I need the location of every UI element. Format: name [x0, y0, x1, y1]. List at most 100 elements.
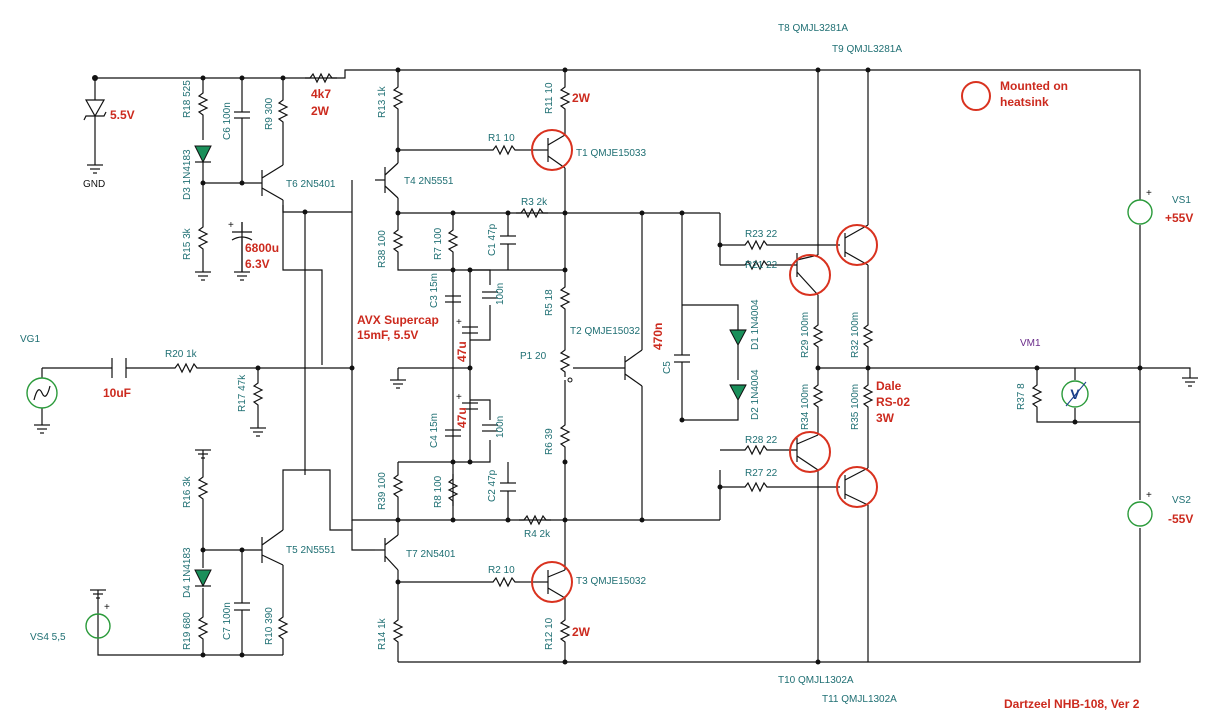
c-47u-bot-symbol: + [456, 392, 478, 410]
label-r28: R28 22 [745, 435, 778, 446]
t8-transistor [844, 224, 869, 266]
label-r3: R3 2k [521, 197, 548, 208]
r14-symbol [393, 614, 403, 648]
svg-text:+: + [228, 220, 234, 231]
label-r7: R7 100 [433, 227, 444, 260]
note-r-4k7-power: 2W [311, 104, 330, 118]
resistors [169, 73, 1042, 648]
note-dale-2: RS-02 [876, 395, 910, 409]
r18-symbol [198, 87, 208, 121]
d1-diode [729, 329, 747, 347]
label-r2: R2 10 [488, 565, 515, 576]
label-t5: T5 2N5551 [286, 545, 336, 556]
label-d2: D2 1N4004 [750, 369, 761, 420]
r17-symbol [253, 377, 263, 411]
junctions [92, 67, 1143, 665]
label-r16: R16 3k [182, 475, 193, 508]
d2-diode [729, 384, 747, 402]
vg1-source [26, 377, 58, 409]
svg-text:+: + [456, 317, 462, 328]
label-r21: R21 22 [745, 260, 778, 271]
r27-symbol [739, 482, 773, 492]
note-cap-6800u: 6800u [245, 241, 279, 255]
meter-symbol: V [1070, 386, 1080, 402]
label-c4b: 100n [495, 416, 506, 438]
t1-transistor [535, 134, 566, 169]
r35-symbol [863, 379, 873, 413]
c4b-symbol [482, 424, 498, 432]
label-c2: C2 47p [487, 469, 498, 502]
label-r12: R12 10 [544, 617, 555, 650]
label-r9: R9 300 [264, 97, 275, 130]
t9-heatsink-ring [789, 254, 831, 296]
grounds [33, 164, 1199, 599]
label-r38: R38 100 [377, 230, 388, 268]
label-r29: R29 100m [800, 312, 811, 358]
r19-symbol [198, 611, 208, 645]
label-t3: T3 QMJE15032 [576, 576, 646, 587]
r37-symbol [1032, 379, 1042, 413]
r15-symbol [198, 221, 208, 255]
gnd-icon [86, 164, 104, 174]
t1-heatsink-ring [531, 129, 573, 171]
t10-transistor [796, 434, 819, 471]
label-vg1: VG1 [20, 334, 40, 345]
c4-symbol [445, 429, 461, 437]
label-r39: R39 100 [377, 472, 388, 510]
r23-symbol [739, 240, 773, 250]
label-c5: C5 [662, 361, 673, 374]
label-r6: R6 39 [544, 428, 555, 455]
c3-symbol [445, 295, 461, 303]
c1-symbol [500, 232, 516, 250]
note-supercap-1: AVX Supercap [357, 313, 439, 327]
label-r23: R23 22 [745, 229, 778, 240]
gnd-icon [233, 271, 251, 281]
legend-line-2: heatsink [1000, 95, 1049, 109]
note-cap-6800u-v: 6.3V [245, 257, 270, 271]
t11-heatsink-ring [836, 466, 878, 508]
vs2-source: + [1127, 490, 1153, 527]
annotations: 5.5V 4k7 2W 2W 2W 6800u 6.3V AVX Superca… [103, 79, 1140, 711]
p1-symbol [560, 344, 570, 378]
label-t7: T7 2N5401 [406, 549, 456, 560]
r2-symbol [487, 577, 521, 587]
label-t1: T1 QMJE15033 [576, 148, 646, 159]
t11-transistor [844, 467, 869, 506]
note-dale-3: 3W [876, 411, 895, 425]
label-t2: T2 QMJE15032 [570, 326, 640, 337]
r11-symbol [560, 81, 570, 115]
svg-text:+: + [104, 602, 110, 613]
legend-line-1: Mounted on [1000, 79, 1068, 93]
r12-symbol [560, 614, 570, 648]
svg-text:+: + [456, 392, 462, 403]
r9-symbol [278, 94, 288, 128]
label-r19: R19 680 [182, 612, 193, 650]
vs4-source: + [85, 602, 111, 639]
diodes [83, 99, 747, 588]
c6-symbol [234, 100, 250, 130]
r32-symbol [863, 319, 873, 353]
zener-diode [83, 99, 107, 128]
r34-symbol [813, 379, 823, 413]
label-p1: P1 20 [520, 351, 547, 362]
note-cap-10uF: 10uF [103, 386, 131, 400]
note-r12-power: 2W [572, 625, 591, 639]
svg-text:+: + [1146, 490, 1152, 501]
d3-diode [194, 145, 212, 164]
label-r13: R13 1k [377, 85, 388, 118]
label-r11: R11 10 [544, 82, 555, 114]
label-r14: R14 1k [377, 617, 388, 650]
t3-transistor [535, 569, 566, 599]
label-r10: R10 390 [264, 607, 275, 645]
label-vs2-value: -55V [1168, 512, 1193, 526]
label-t4: T4 2N5551 [404, 176, 454, 187]
label-t10: T10 QMJL1302A [778, 675, 854, 686]
p1-wiper [567, 377, 573, 383]
label-t11: T11 QMJL1302A [822, 694, 897, 705]
label-r4: R4 2k [524, 529, 551, 540]
r38-symbol [393, 224, 403, 258]
component-labels: R18 525 C6 100n R9 300 D3 1N4183 T6 2N54… [165, 23, 1027, 705]
c-6800u-symbol: + [228, 220, 253, 272]
note-dale-1: Dale [876, 379, 902, 393]
